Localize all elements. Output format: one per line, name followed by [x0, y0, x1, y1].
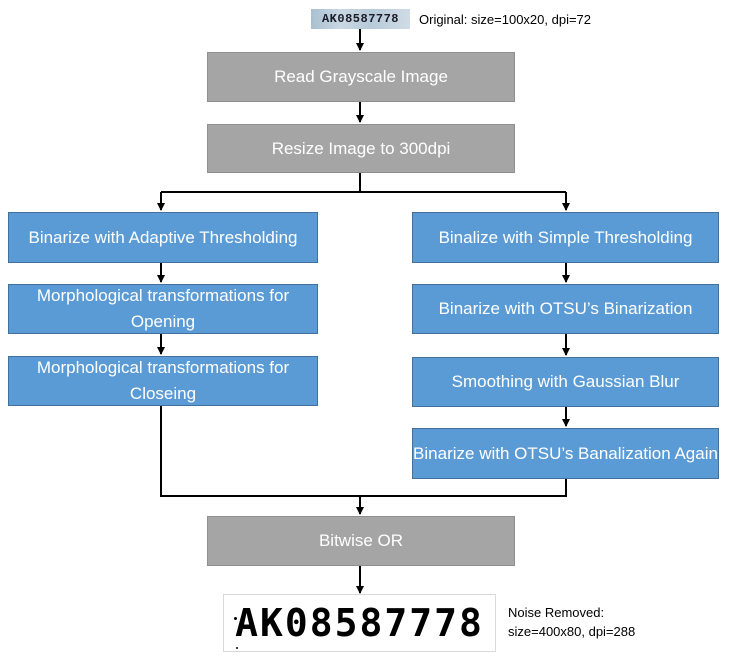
right-step-otsu: Binarize with OTSU’s Binarization — [412, 284, 719, 334]
left-step-1-label: Binarize with Adaptive Thresholding — [28, 227, 298, 247]
result-caption-line2: size=400x80, dpi=288 — [508, 624, 636, 639]
left-step-opening: Morphological transformations for Openin… — [8, 284, 318, 334]
step-read-grayscale-label: Read Grayscale Image — [274, 67, 448, 86]
step-bitwise-or: Bitwise OR — [207, 516, 515, 566]
merge-connector-left — [160, 406, 360, 497]
left-step-2-label: Morphological transformations for Openin… — [36, 286, 290, 331]
left-step-closing: Morphological transformations for Closei… — [8, 356, 318, 406]
step-bitwise-or-label: Bitwise OR — [318, 531, 404, 550]
result-plate-image: AK08587778 — [223, 594, 496, 652]
original-plate-text: AK08587778 — [321, 12, 399, 26]
split-connector — [161, 172, 361, 193]
step-read-grayscale: Read Grayscale Image — [207, 52, 515, 102]
result-plate-text: AK08587778 — [235, 601, 484, 645]
original-plate-image: AK08587778 — [311, 9, 410, 29]
result-caption-line1: Noise Removed: — [508, 605, 605, 620]
step-resize-label: Resize Image to 300dpi — [271, 138, 451, 158]
right-step-1-label: Binalize with Simple Thresholding — [438, 227, 693, 247]
right-step-gaussian-blur: Smoothing with Gaussian Blur — [412, 357, 719, 407]
right-step-4-label: Binarize with OTSU’s Banalization Again — [413, 443, 718, 463]
right-step-2-label: Binarize with OTSU’s Binarization — [438, 299, 693, 318]
right-step-3-label: Smoothing with Gaussian Blur — [451, 372, 680, 391]
left-step-adaptive-threshold: Binarize with Adaptive Thresholding — [8, 212, 318, 263]
step-resize: Resize Image to 300dpi — [207, 124, 515, 173]
left-step-3-label: Morphological transformations for Closei… — [36, 358, 290, 403]
noise-speck — [236, 647, 238, 649]
noise-speck — [234, 617, 237, 620]
original-caption: Original: size=100x20, dpi=72 — [419, 12, 592, 27]
right-step-otsu-again: Binarize with OTSU’s Banalization Again — [412, 428, 719, 479]
merge-connector-right — [360, 478, 567, 497]
right-step-simple-threshold: Binalize with Simple Thresholding — [412, 212, 719, 263]
